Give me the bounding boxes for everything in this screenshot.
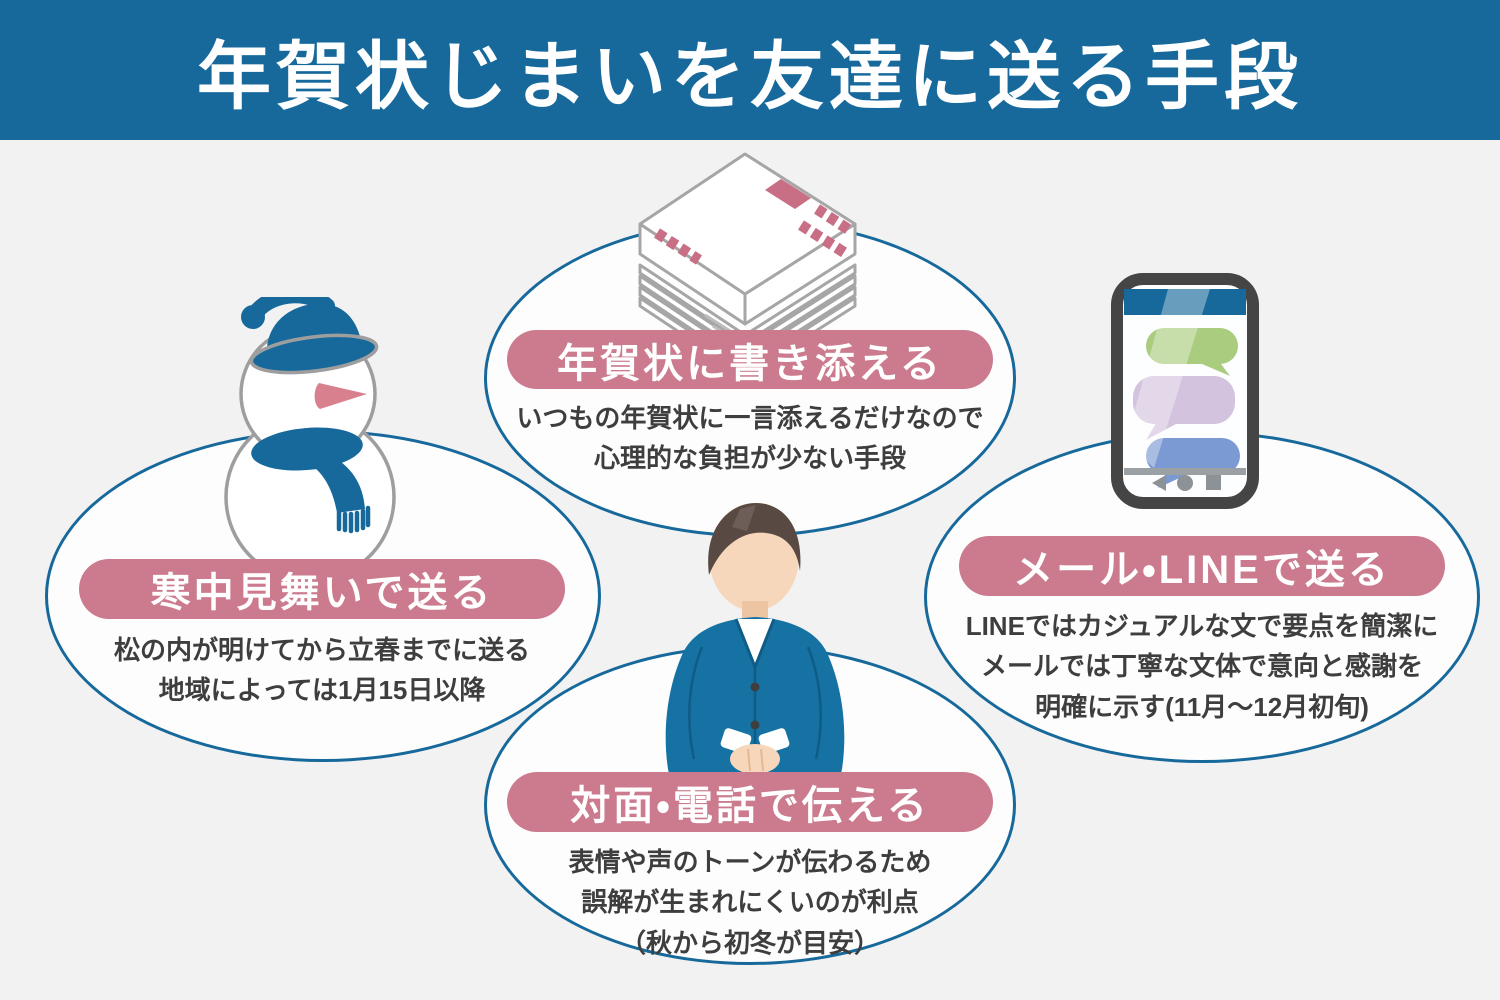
snowman-icon: [224, 297, 396, 583]
card-title-label: 年賀状に書き添える: [557, 341, 943, 386]
card-title-label: 寒中見舞いで送る: [150, 571, 494, 615]
card-title-label: 対面・電話で伝える: [570, 784, 930, 828]
card-title-taimen: 対面・電話で伝える: [507, 772, 993, 832]
smartphone-chat-icon: [1111, 273, 1259, 509]
card-text-kanchumimai: 松の内が明けてから立春までに送る 地域によっては1月15日以降: [62, 630, 582, 711]
postcard-stack-icon: [638, 152, 857, 360]
page-title: 年賀状じまいを友達に送る手段: [197, 34, 1303, 118]
text-line: 表情や声のトーンが伝わるため: [568, 847, 932, 877]
text-line: 誤解が生まれにくいのが利点: [581, 887, 919, 918]
card-text-mail-line: LINEではカジュアルな文で要点を簡潔に メールでは丁寧な文体で意向と感謝を 明…: [942, 606, 1462, 727]
card-title-mail-line: メール・LINEで送る: [959, 536, 1445, 596]
text-line: 地域によっては1月15日以降: [158, 675, 486, 706]
text-line: メールでは丁寧な文体で意向と感謝を: [980, 651, 1423, 682]
card-text-nengajo: いつもの年賀状に一言添えるだけなので 心理的な負担が少ない手段: [484, 398, 1016, 479]
text-line: いつもの年賀状に一言添えるだけなので: [516, 403, 984, 433]
text-line: 松の内が明けてから立春までに送る: [113, 635, 530, 665]
header-banner: 年賀状じまいを友達に送る手段: [0, 0, 1500, 140]
bowing-man-icon: [665, 503, 845, 805]
card-title-label: メール・LINEで送る: [1013, 548, 1391, 592]
card-title-nengajo: 年賀状に書き添える: [507, 330, 993, 389]
text-line: LINEではカジュアルな文で要点を簡潔に: [965, 611, 1439, 641]
card-text-taimen: 表情や声のトーンが伝わるため 誤解が生まれにくいのが利点 （秋から初冬が目安）: [484, 842, 1016, 963]
card-title-kanchumimai: 寒中見舞いで送る: [79, 559, 565, 619]
text-line: 明確に示す(11月〜12月初旬): [1035, 691, 1369, 722]
text-line: （秋から初冬が目安）: [619, 927, 880, 958]
text-line: 心理的な負担が少ない手段: [593, 443, 906, 474]
